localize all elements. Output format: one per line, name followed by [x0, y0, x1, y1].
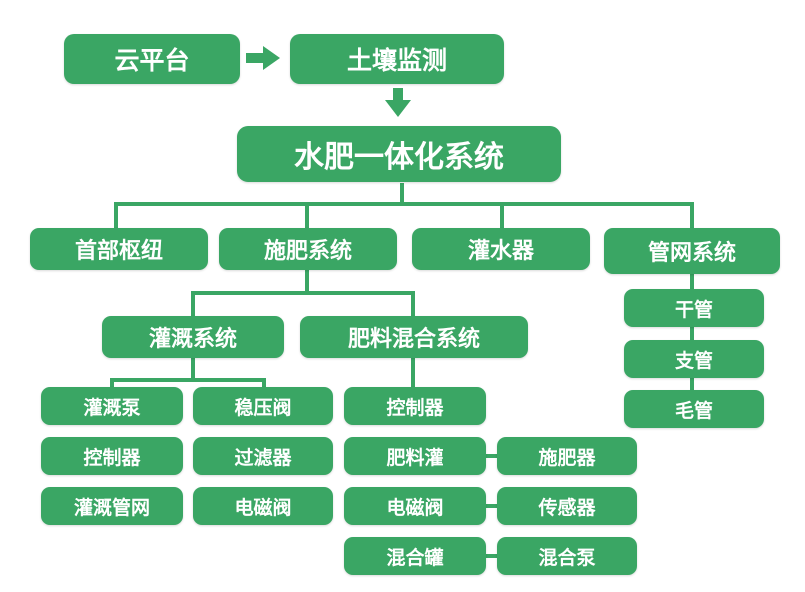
node-mixing-solenoid: 电磁阀	[344, 487, 486, 525]
node-fertilizer-system: 施肥系统	[219, 228, 397, 270]
node-irrigation-system: 灌溉系统	[102, 316, 284, 358]
node-irrigation-controller: 控制器	[41, 437, 183, 475]
node-pipe-network: 管网系统	[604, 228, 780, 274]
node-head-hub: 首部枢纽	[30, 228, 208, 270]
node-filter: 过滤器	[193, 437, 333, 475]
node-pressure-valve: 稳压阀	[193, 387, 333, 425]
arrow-icons	[246, 46, 411, 117]
node-mixing-pump: 混合泵	[497, 537, 637, 575]
node-irrigation-solenoid: 电磁阀	[193, 487, 333, 525]
node-integrated-system: 水肥一体化系统	[237, 126, 561, 182]
node-mixing-controller: 控制器	[344, 387, 486, 425]
node-capillary-pipe: 毛管	[624, 390, 764, 428]
node-soil-monitoring: 土壤监测	[290, 34, 504, 84]
node-mixing-tank: 混合罐	[344, 537, 486, 575]
node-irrigation-pump: 灌溉泵	[41, 387, 183, 425]
node-main-pipe: 干管	[624, 289, 764, 327]
node-fertilizer-mixing-system: 肥料混合系统	[300, 316, 528, 358]
node-sensor: 传感器	[497, 487, 637, 525]
node-irrigator: 灌水器	[412, 228, 590, 270]
node-irrigation-pipe-net: 灌溉管网	[41, 487, 183, 525]
node-cloud-platform: 云平台	[64, 34, 240, 84]
node-fertilizer-applicator: 施肥器	[497, 437, 637, 475]
node-branch-pipe: 支管	[624, 340, 764, 378]
node-fertilizer-tank: 肥料灌	[344, 437, 486, 475]
